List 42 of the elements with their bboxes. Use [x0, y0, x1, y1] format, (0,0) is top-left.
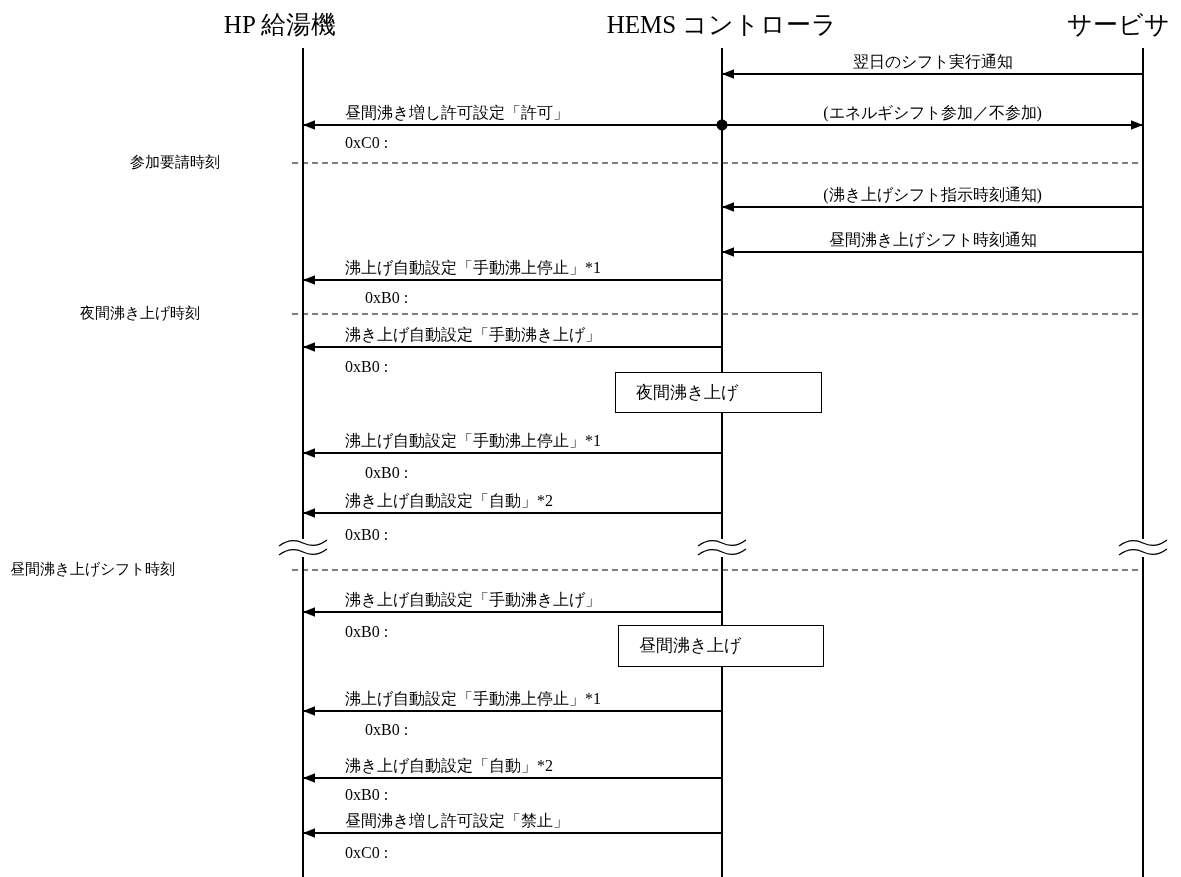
- message-label: (沸き上げシフト指示時刻通知): [823, 187, 1042, 203]
- property-code: 0xB0 :: [365, 722, 409, 738]
- activity-box: 夜間沸き上げ: [615, 372, 822, 413]
- message-label: (エネルギシフト参加／不参加): [823, 105, 1042, 121]
- time-label: 夜間沸き上げ時刻: [80, 306, 200, 321]
- arrow: [302, 773, 723, 783]
- lifeline-heading: サービサ: [1066, 12, 1170, 37]
- property-code: 0xB0 :: [345, 359, 389, 375]
- message-label: 沸き上げ自動設定「手動沸き上げ」: [345, 592, 601, 608]
- message-label: 昼間沸き上げシフト時刻通知: [828, 232, 1037, 248]
- property-code: 0xC0 :: [345, 845, 389, 861]
- lifeline-heading: HP 給湯機: [223, 12, 337, 37]
- message-label: 翌日のシフト実行通知: [852, 54, 1013, 70]
- time-label: 昼間沸き上げシフト時刻: [10, 562, 175, 577]
- message-label: 沸上げ自動設定「手動沸上停止」*1: [345, 433, 601, 449]
- time-label: 参加要請時刻: [130, 155, 220, 170]
- arrow: [721, 202, 1144, 212]
- arrow: [302, 508, 723, 518]
- arrow: [721, 69, 1144, 79]
- arrow: [302, 706, 723, 716]
- message-label: 沸上げ自動設定「手動沸上停止」*1: [345, 260, 601, 276]
- arrow: [302, 828, 723, 838]
- message-label: 沸き上げ自動設定「自動」*2: [345, 758, 553, 774]
- lifeline-heading: HEMS コントローラ: [606, 12, 838, 37]
- message-label: 沸上げ自動設定「手動沸上停止」*1: [345, 691, 601, 707]
- arrow: [721, 247, 1144, 257]
- message-label: 昼間沸き増し許可設定「禁止」: [345, 813, 569, 829]
- property-code: 0xB0 :: [365, 465, 409, 481]
- arrow: [302, 342, 723, 352]
- arrow: [302, 607, 723, 617]
- arrow: [302, 448, 723, 458]
- message-label: 昼間沸き増し許可設定「許可」: [345, 105, 569, 121]
- arrow: [716, 119, 1144, 131]
- property-code: 0xB0 :: [345, 527, 389, 543]
- property-code: 0xB0 :: [345, 624, 389, 640]
- property-code: 0xB0 :: [365, 290, 409, 306]
- property-code: 0xC0 :: [345, 135, 389, 151]
- property-code: 0xB0 :: [345, 787, 389, 803]
- activity-box: 昼間沸き上げ: [618, 625, 824, 667]
- message-label: 沸き上げ自動設定「手動沸き上げ」: [345, 327, 601, 343]
- message-label: 沸き上げ自動設定「自動」*2: [345, 493, 553, 509]
- arrow: [302, 275, 723, 285]
